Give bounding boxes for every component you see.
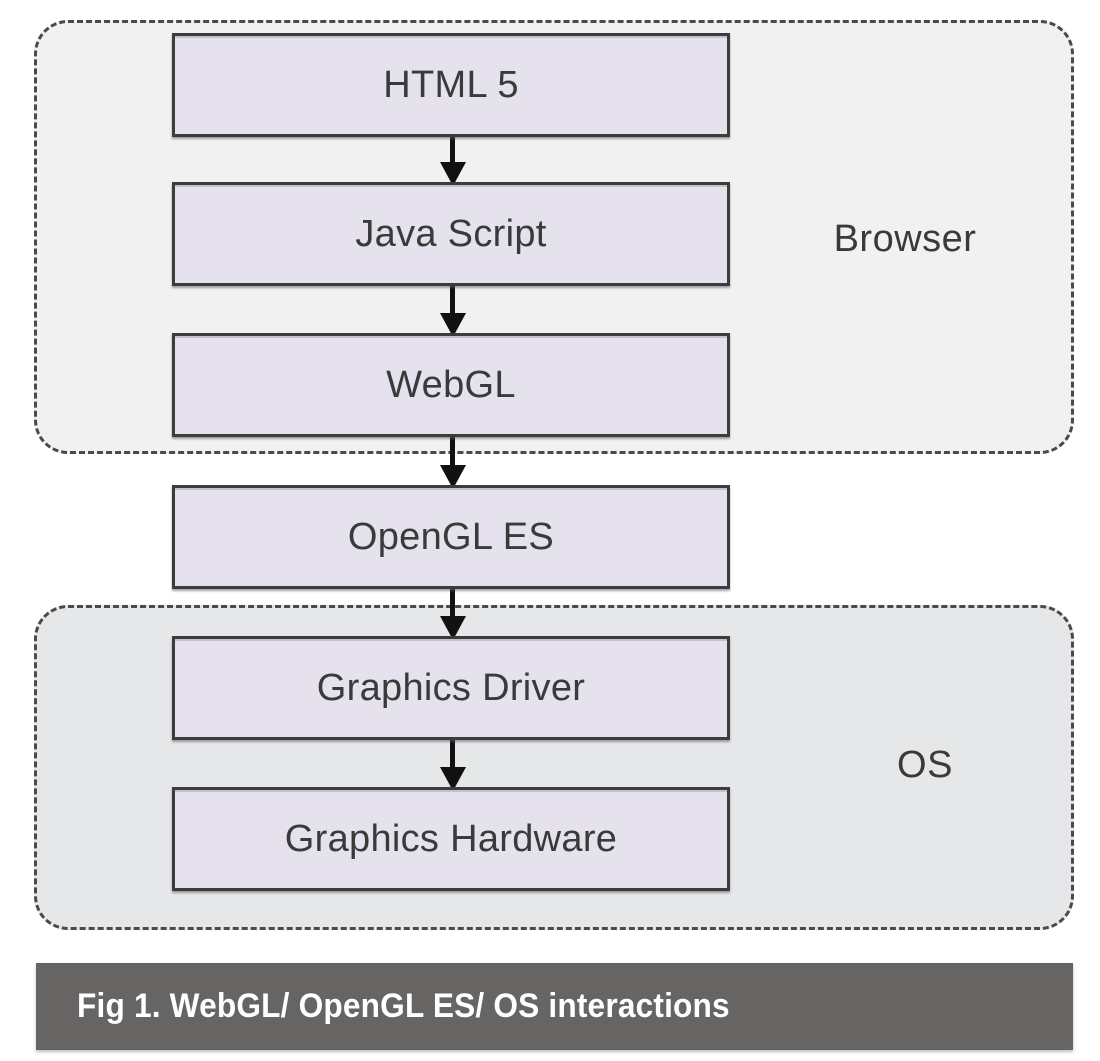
arrow-shaft: [450, 736, 455, 771]
arrow-html5-to-javascript: [440, 132, 466, 186]
arrow-opengles-to-driver: [440, 584, 466, 640]
arrow-shaft: [450, 132, 455, 166]
group-browser-label: Browser: [833, 218, 977, 260]
arrow-driver-to-hardware: [440, 736, 466, 791]
arrow-javascript-to-webgl: [440, 283, 466, 337]
node-opengl-es-label: OpenGL ES: [347, 515, 555, 558]
node-graphics-driver-label: Graphics Driver: [316, 666, 586, 709]
arrow-shaft: [450, 433, 455, 469]
node-graphics-hardware: Graphics Hardware: [172, 787, 730, 891]
node-webgl: WebGL: [172, 333, 730, 437]
node-webgl-label: WebGL: [386, 363, 516, 406]
node-graphics-hardware-label: Graphics Hardware: [284, 817, 618, 860]
arrow-shaft: [450, 584, 455, 620]
figure-caption-bar: Fig 1. WebGL/ OpenGL ES/ OS interactions: [36, 963, 1073, 1050]
node-opengl-es: OpenGL ES: [172, 485, 730, 589]
arrow-webgl-to-opengles: [440, 433, 466, 489]
figure-caption-text: Fig 1. WebGL/ OpenGL ES/ OS interactions: [77, 987, 730, 1025]
arrow-shaft: [450, 283, 455, 317]
node-javascript-label: Java Script: [355, 212, 547, 255]
node-graphics-driver: Graphics Driver: [172, 636, 730, 740]
node-html5: HTML 5: [172, 33, 730, 137]
node-javascript: Java Script: [172, 182, 730, 286]
group-os-label: OS: [897, 744, 953, 786]
node-html5-label: HTML 5: [383, 63, 519, 106]
